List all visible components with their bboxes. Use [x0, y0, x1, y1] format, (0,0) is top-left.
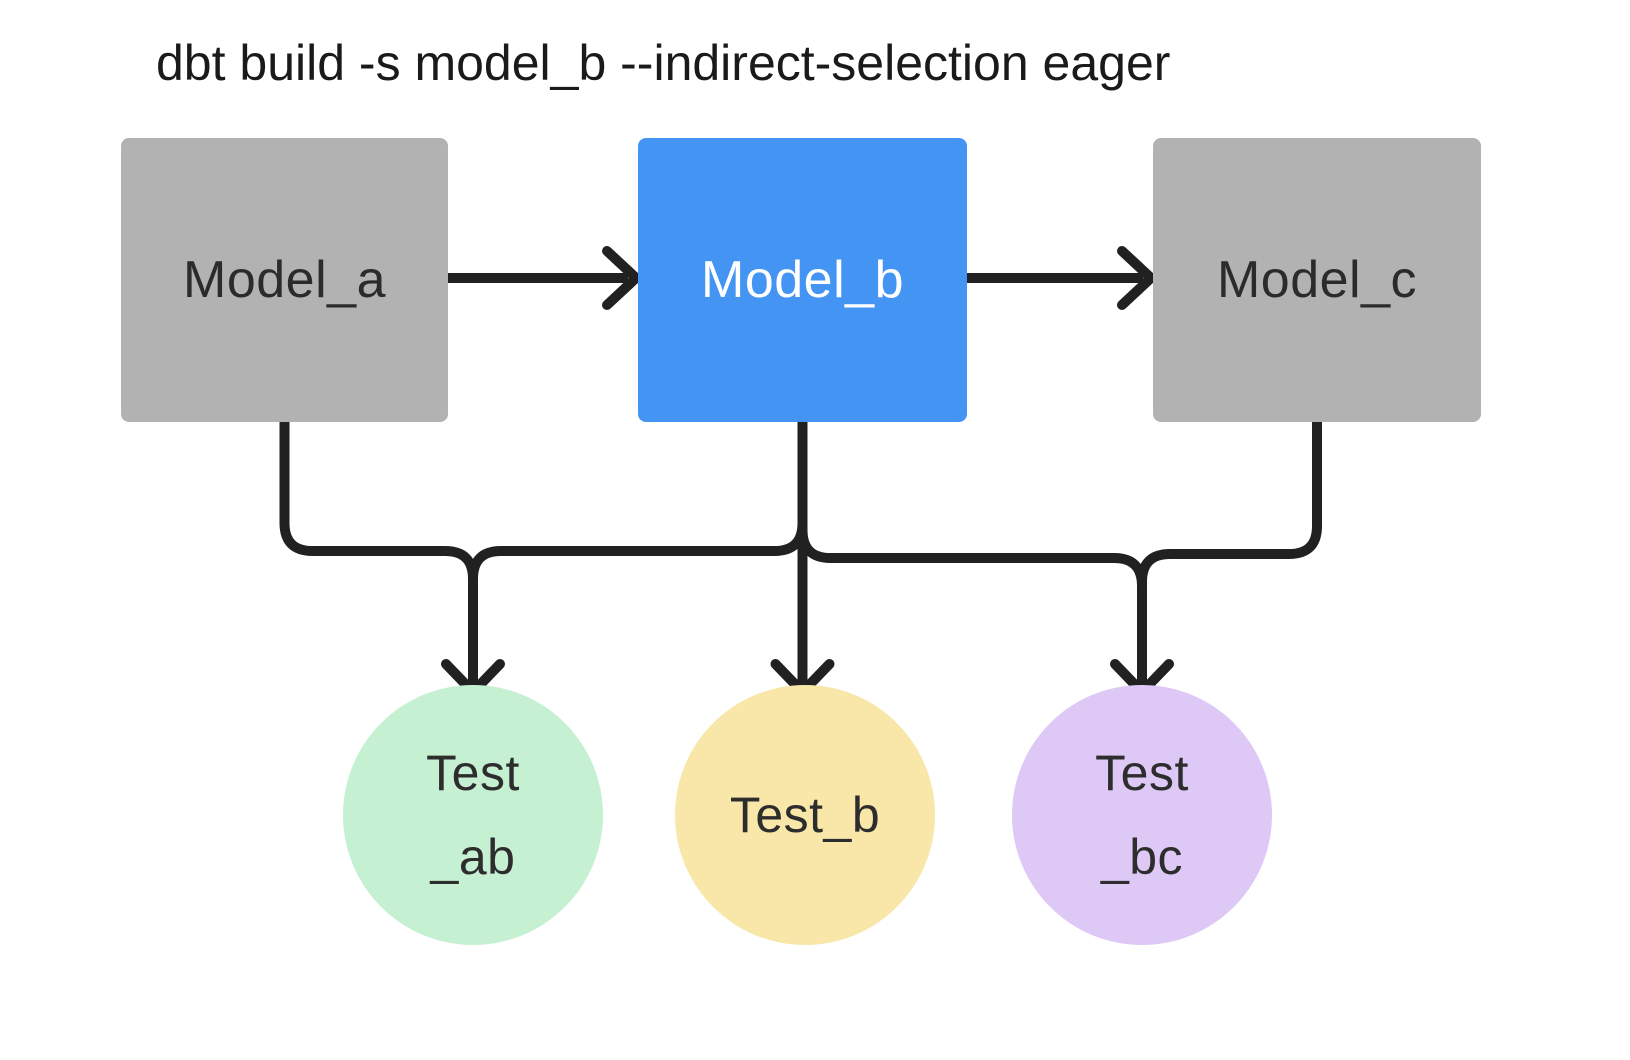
test-bc-label-line1: Test [1095, 745, 1189, 801]
arrowhead-model-b [602, 246, 641, 310]
test-node-test-ab: Test _ab [343, 685, 603, 945]
arrowhead-model-c [1117, 246, 1156, 310]
test-b-label: Test_b [729, 787, 881, 843]
test-bc-label-line2: _bc [1100, 829, 1184, 885]
node-model-c: Model_c [1153, 138, 1481, 422]
edge-model-c-to-test-bc [1137, 422, 1322, 688]
test-node-test-b: Test_b [675, 685, 935, 945]
command-title: dbt build -s model_b --indirect-selectio… [156, 35, 1171, 91]
node-model-a: Model_a [121, 138, 448, 422]
edge-model-b-to-test-bc [797, 422, 1147, 688]
node-model-b-label: Model_b [701, 251, 904, 309]
test-ab-label-line2: _ab [430, 829, 516, 885]
test-node-test-bc: Test _bc [1012, 685, 1272, 945]
edge-model-a-to-test-ab [279, 422, 478, 688]
node-model-a-label: Model_a [183, 251, 386, 309]
node-model-b: Model_b [638, 138, 967, 422]
edge-model-b-to-test-ab [468, 422, 808, 688]
test-ab-label-line1: Test [426, 745, 520, 801]
node-model-c-label: Model_c [1216, 251, 1418, 309]
